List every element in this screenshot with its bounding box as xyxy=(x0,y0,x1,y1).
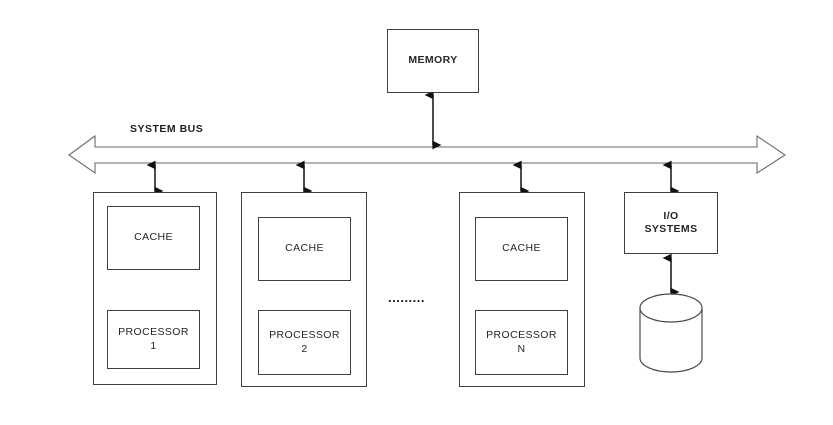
processor-label-n: PROCESSOR N xyxy=(486,329,557,355)
processor-box-2: PROCESSOR 2 xyxy=(258,310,351,375)
system-bus-label: SYSTEM BUS xyxy=(130,123,204,135)
cache-label-2: CACHE xyxy=(285,242,324,255)
processor-group-1: CACHE PROCESSOR 1 xyxy=(93,192,217,385)
processor-box-n: PROCESSOR N xyxy=(475,310,568,375)
groups-ellipsis: ......... xyxy=(388,290,426,305)
cache-box-1: CACHE xyxy=(107,206,200,270)
cache-label-n: CACHE xyxy=(502,242,541,255)
processor-box-1: PROCESSOR 1 xyxy=(107,310,200,369)
processor-label-1: PROCESSOR 1 xyxy=(118,326,189,352)
cache-box-n: CACHE xyxy=(475,217,568,281)
io-systems-box: I/O SYSTEMS xyxy=(624,192,718,254)
disk-cylinder-icon xyxy=(639,293,703,373)
processor-group-n: CACHE PROCESSOR N xyxy=(459,192,585,387)
memory-label: MEMORY xyxy=(408,54,458,67)
processor-label-2: PROCESSOR 2 xyxy=(269,329,340,355)
system-bus-arrow-shape xyxy=(68,134,786,175)
cache-label-1: CACHE xyxy=(134,231,173,244)
cache-box-2: CACHE xyxy=(258,217,351,281)
io-systems-label: I/O SYSTEMS xyxy=(644,209,698,235)
memory-box: MEMORY xyxy=(387,29,479,93)
processor-group-2: CACHE PROCESSOR 2 xyxy=(241,192,367,387)
